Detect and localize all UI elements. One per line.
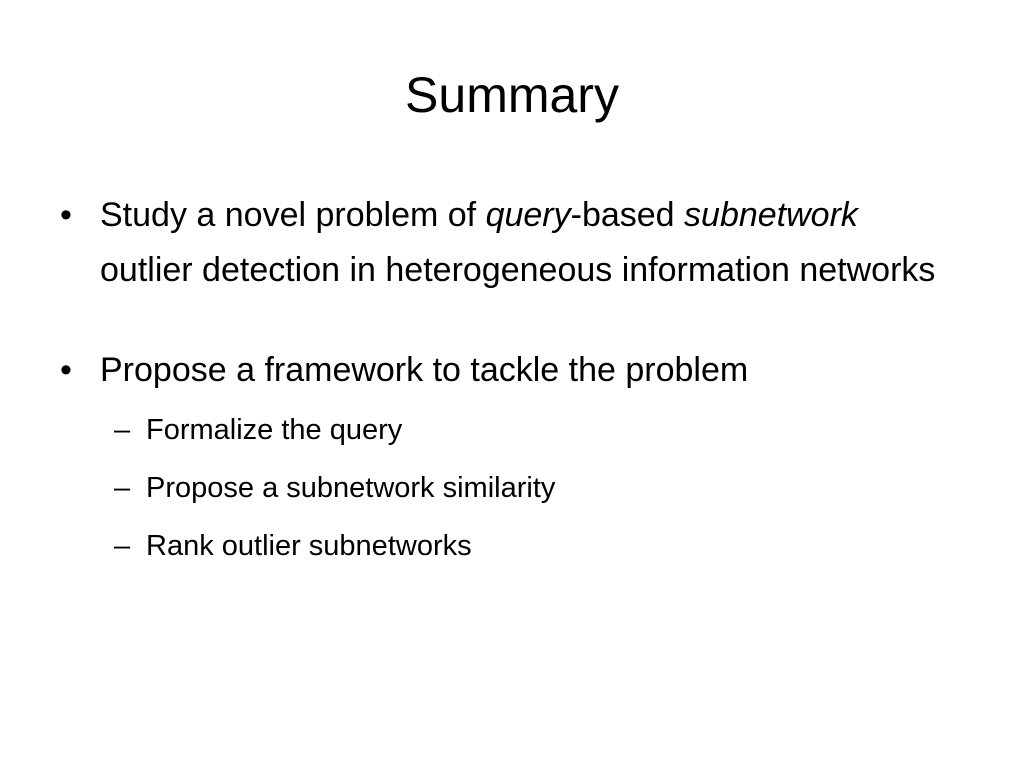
sub-bullet-text: Formalize the query	[146, 414, 403, 446]
sub-bullet-marker: –	[114, 530, 131, 562]
bullet-item-novel-problem: • Study a novel problem of query-based s…	[0, 188, 1024, 298]
sub-bullet-marker: –	[114, 414, 131, 446]
sub-bullet-item: – Rank outlier subnetworks	[100, 517, 954, 575]
bullet-text-part: Study a novel problem of	[100, 196, 486, 234]
sub-bullet-item: – Formalize the query	[100, 401, 954, 459]
bullet-text-part: outlier detection in heterogeneous infor…	[100, 251, 936, 289]
bullet-text: Propose a framework to tackle the proble…	[100, 351, 749, 389]
sub-bullet-marker: –	[114, 472, 131, 504]
bullet-emphasis-subnetwork: subnetwork	[684, 196, 858, 234]
bullet-text-part: -based	[570, 196, 685, 234]
bullet-emphasis-query: query	[485, 196, 571, 234]
slide-title: Summary	[405, 67, 619, 123]
sub-bullet-text: Rank outlier subnetworks	[146, 530, 472, 562]
bullet-marker: •	[60, 351, 72, 389]
bullet-list: • Study a novel problem of query-based s…	[0, 188, 1024, 575]
bullet-item-framework: • Propose a framework to tackle the prob…	[0, 343, 1024, 575]
sub-bullet-text: Propose a subnetwork similarity	[146, 472, 556, 504]
sub-bullet-list: – Formalize the query – Propose a subnet…	[100, 401, 954, 575]
bullet-marker: •	[60, 196, 72, 234]
sub-bullet-item: – Propose a subnetwork similarity	[100, 459, 954, 517]
